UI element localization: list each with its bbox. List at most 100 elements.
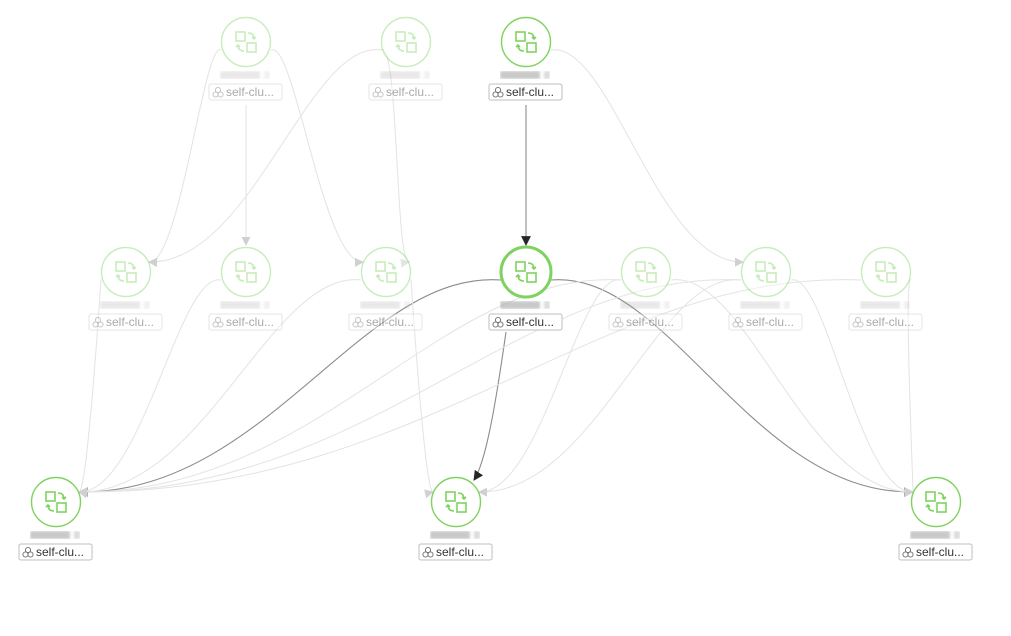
cluster-label: self-clu...: [866, 315, 914, 329]
service-node[interactable]: self-clu...: [348, 246, 423, 331]
edge-n2-n4[interactable]: [148, 49, 382, 267]
edge-n1-n4[interactable]: [148, 49, 222, 267]
service-node[interactable]: self-clu...: [418, 476, 493, 561]
cluster-icon: [612, 316, 624, 328]
cluster-tag[interactable]: self-clu...: [18, 543, 93, 561]
node-name-redacted: [620, 301, 670, 309]
service-node[interactable]: self-clu...: [728, 246, 803, 331]
service-node[interactable]: self-clu...: [368, 16, 443, 101]
edge-n7-n11[interactable]: [78, 279, 502, 498]
edge-n9-n11[interactable]: [78, 279, 742, 497]
cluster-tag[interactable]: self-clu...: [418, 543, 493, 561]
cluster-tag[interactable]: self-clu...: [608, 313, 683, 331]
edge-n6-n12[interactable]: [410, 279, 434, 499]
node-circle[interactable]: [910, 476, 962, 528]
node-circle[interactable]: [100, 246, 152, 298]
cluster-label: self-clu...: [366, 315, 414, 329]
edge-n2-n6[interactable]: [380, 49, 410, 268]
node-circle[interactable]: [430, 476, 482, 528]
edge-n8-n12[interactable]: [478, 279, 622, 497]
cluster-tag[interactable]: self-clu...: [728, 313, 803, 331]
cluster-tag[interactable]: self-clu...: [88, 313, 163, 331]
cluster-tag[interactable]: self-clu...: [488, 313, 563, 331]
cluster-label: self-clu...: [226, 315, 274, 329]
service-node[interactable]: self-clu...: [488, 245, 563, 331]
node-name-redacted: [220, 71, 270, 79]
edge-n10-n11[interactable]: [78, 279, 862, 497]
cluster-icon: [852, 316, 864, 328]
edge-n3-n9[interactable]: [550, 49, 744, 267]
app-sync-icon: [635, 261, 657, 283]
node-name-redacted: [30, 531, 80, 539]
cluster-tag[interactable]: self-clu...: [898, 543, 973, 561]
app-sync-icon: [395, 31, 417, 53]
node-circle[interactable]: [620, 246, 672, 298]
cluster-icon: [732, 316, 744, 328]
node-circle[interactable]: [740, 246, 792, 298]
cluster-tag[interactable]: self-clu...: [848, 313, 923, 331]
node-name-redacted: [430, 531, 480, 539]
cluster-label: self-clu...: [916, 545, 964, 559]
cluster-label: self-clu...: [106, 315, 154, 329]
cluster-label: self-clu...: [36, 545, 84, 559]
node-name-redacted: [740, 301, 790, 309]
edge-n8-n13[interactable]: [670, 279, 914, 497]
cluster-label: self-clu...: [506, 85, 554, 99]
cluster-icon: [92, 316, 104, 328]
app-sync-icon: [515, 261, 537, 283]
cluster-icon: [372, 86, 384, 98]
node-circle[interactable]: [30, 476, 82, 528]
node-name-redacted: [220, 301, 270, 309]
service-node[interactable]: self-clu...: [208, 246, 283, 331]
edge-n1-n6[interactable]: [270, 49, 364, 267]
app-sync-icon: [375, 261, 397, 283]
service-node[interactable]: self-clu...: [18, 476, 93, 561]
cluster-tag[interactable]: self-clu...: [208, 313, 283, 331]
cluster-label: self-clu...: [626, 315, 674, 329]
edge-n9-n13[interactable]: [790, 279, 914, 497]
edge-n5-n11[interactable]: [78, 279, 222, 497]
node-name-redacted: [500, 71, 550, 79]
service-node[interactable]: self-clu...: [608, 246, 683, 331]
cluster-icon: [352, 316, 364, 328]
node-circle[interactable]: [360, 246, 412, 298]
app-sync-icon: [875, 261, 897, 283]
app-sync-icon: [235, 31, 257, 53]
cluster-tag[interactable]: self-clu...: [368, 83, 443, 101]
node-circle[interactable]: [220, 16, 272, 68]
app-sync-icon: [515, 31, 537, 53]
node-name-redacted: [860, 301, 910, 309]
service-node[interactable]: self-clu...: [488, 16, 563, 101]
node-name-redacted: [100, 301, 150, 309]
edge-n10-n13[interactable]: [907, 279, 920, 502]
service-node[interactable]: self-clu...: [848, 246, 923, 331]
service-node[interactable]: self-clu...: [88, 246, 163, 331]
node-circle[interactable]: [500, 16, 552, 68]
node-name-redacted: [910, 531, 960, 539]
node-circle[interactable]: [860, 246, 912, 298]
edge-n9-n12[interactable]: [478, 279, 742, 497]
cluster-label: self-clu...: [506, 315, 554, 329]
cluster-label: self-clu...: [436, 545, 484, 559]
edges-layer: [78, 49, 920, 502]
service-node[interactable]: self-clu...: [208, 16, 283, 101]
cluster-label: self-clu...: [746, 315, 794, 329]
edge-n4-n11[interactable]: [78, 279, 102, 499]
node-circle[interactable]: [499, 245, 553, 299]
cluster-tag[interactable]: self-clu...: [488, 83, 563, 101]
node-name-redacted: [360, 301, 410, 309]
cluster-tag[interactable]: self-clu...: [208, 83, 283, 101]
node-name-redacted: [380, 71, 430, 79]
cluster-label: self-clu...: [386, 85, 434, 99]
edge-n6-n11[interactable]: [78, 279, 362, 497]
node-circle[interactable]: [380, 16, 432, 68]
cluster-tag[interactable]: self-clu...: [348, 313, 423, 331]
service-node[interactable]: self-clu...: [898, 476, 973, 561]
edge-n7-n12[interactable]: [473, 331, 507, 481]
node-circle[interactable]: [220, 246, 272, 298]
edge-n7-n13[interactable]: [550, 279, 914, 498]
app-sync-icon: [925, 491, 947, 513]
edge-n8-n11[interactable]: [78, 279, 622, 497]
app-sync-icon: [755, 261, 777, 283]
